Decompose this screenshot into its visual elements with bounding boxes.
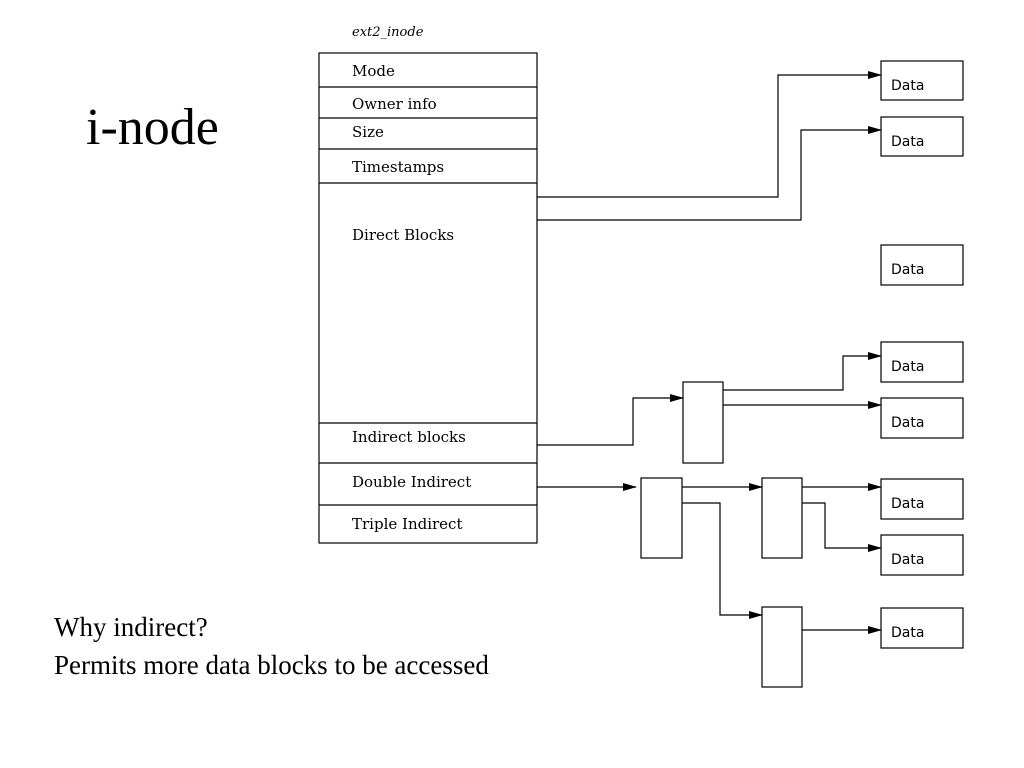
data-label-4: Data [891, 359, 924, 375]
double-indirect-pointer-block-l1 [640, 477, 683, 559]
field-owner-info: Owner info [352, 95, 437, 113]
field-indirect-blocks: Indirect blocks [352, 428, 466, 446]
data-label-7: Data [891, 552, 924, 568]
data-block-2 [880, 116, 964, 157]
double-indirect-pointer-block-l2a [761, 477, 803, 559]
inode-struct-label: ext2_inode [352, 25, 424, 40]
field-timestamps: Timestamps [352, 158, 444, 176]
data-label-6: Data [891, 496, 924, 512]
direct-pointer-1 [537, 71, 882, 198]
data-label-5: Data [891, 415, 924, 431]
direct-pointer-2 [537, 126, 882, 221]
page-title: i-node [86, 99, 219, 156]
indirect-pointer [537, 394, 684, 446]
data-block-1 [880, 60, 964, 101]
field-direct-blocks: Direct Blocks [352, 226, 454, 244]
data-block-5 [880, 397, 964, 439]
single-indirect-pointer-block [682, 381, 724, 464]
field-mode: Mode [352, 62, 395, 80]
indirect-to-data-4 [723, 352, 882, 391]
connectors [537, 71, 882, 634]
double-indirect-pointer-block-l2b [761, 606, 803, 688]
data-block-3 [880, 244, 964, 286]
data-block-4 [880, 341, 964, 383]
caption-answer: Permits more data blocks to be accessed [54, 650, 489, 680]
double-l2a-to-data-7 [802, 502, 882, 552]
caption-question: Why indirect? [54, 612, 208, 642]
data-block-6 [880, 478, 964, 520]
data-label-3: Data [891, 262, 924, 278]
double-l1-to-l2b [682, 502, 763, 619]
pointer-blocks [640, 381, 803, 688]
data-label-1: Data [891, 78, 924, 94]
field-triple-indirect: Triple Indirect [352, 515, 462, 533]
data-label-8: Data [891, 625, 924, 641]
data-block-7 [880, 534, 964, 576]
field-double-indirect: Double Indirect [352, 473, 471, 491]
field-size: Size [352, 123, 384, 141]
data-label-2: Data [891, 134, 924, 150]
inode-table [318, 52, 538, 544]
